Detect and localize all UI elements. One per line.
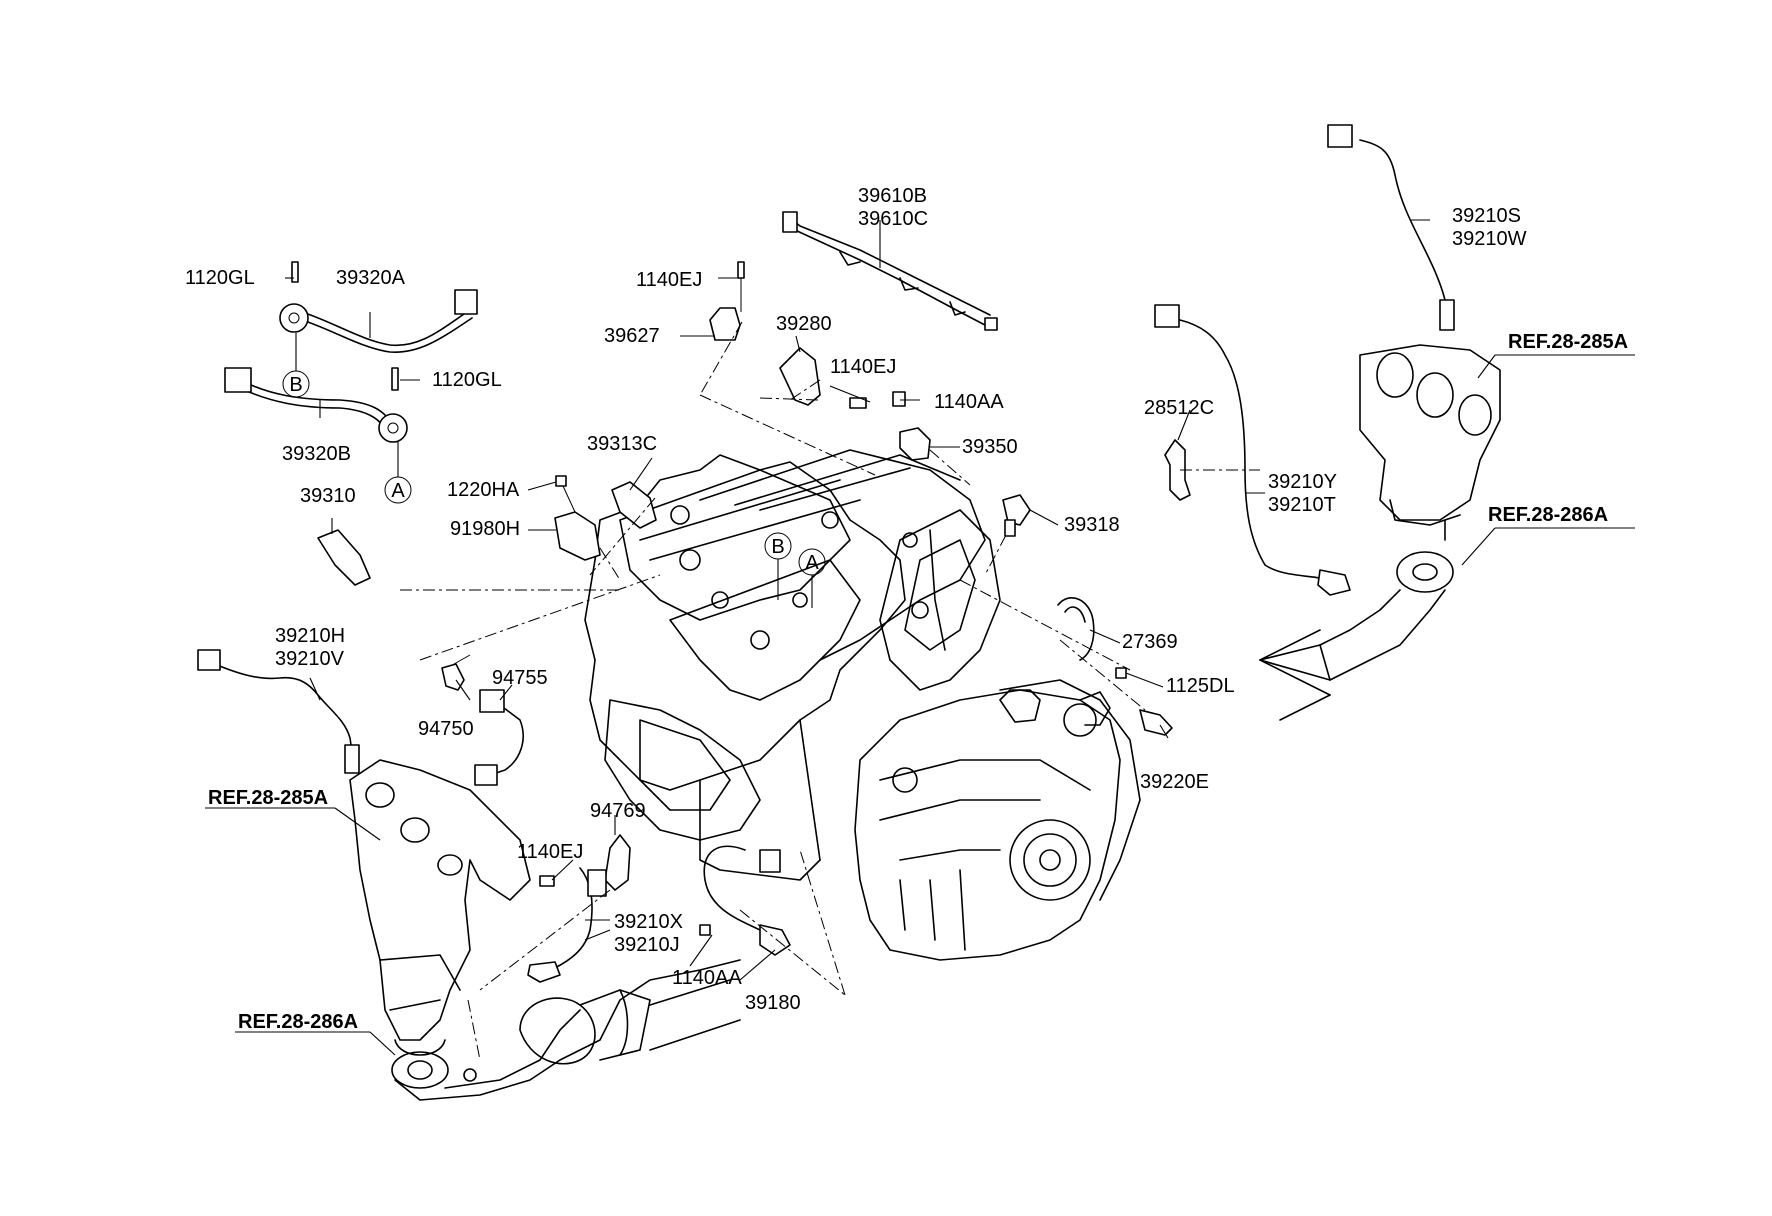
label-1140ej-a: 1140EJ: [636, 269, 702, 291]
circle-a-knock: A: [391, 480, 405, 502]
label-39627: 39627: [604, 325, 660, 347]
label-39318: 39318: [1064, 514, 1120, 536]
label-94750: 94750: [418, 718, 474, 740]
label-91980h: 91980H: [450, 518, 520, 540]
o2-sensor-39210s: [1327, 124, 1455, 331]
label-1140ej-b: 1140EJ: [830, 356, 896, 378]
label-1140aa-b: 1140AA: [672, 967, 742, 989]
label-1140aa-a: 1140AA: [934, 391, 1004, 413]
ref-28-285a-left[interactable]: REF.28-285A: [208, 787, 328, 809]
label-39350: 39350: [962, 436, 1018, 458]
sensor-94755: [474, 689, 524, 786]
circle-a-engine: A: [805, 552, 819, 574]
knock-sensor-39320b: [224, 367, 408, 443]
label-39210y: 39210Y: [1268, 471, 1337, 493]
label-39210v: 39210V: [275, 648, 345, 670]
label-39180: 39180: [745, 992, 801, 1014]
knock-sensor-39320a: [279, 261, 478, 353]
reference-lines: [400, 321, 1260, 1061]
leader-lines: [205, 219, 1635, 1056]
label-94769: 94769: [590, 800, 646, 822]
label-28512c: 28512C: [1144, 397, 1214, 419]
circle-b-knock: B: [289, 374, 302, 396]
label-39220e: 39220E: [1140, 771, 1209, 793]
label-1220ha: 1220HA: [447, 479, 520, 501]
label-39320b: 39320B: [282, 443, 351, 465]
right-exhaust-manifold: [1259, 344, 1501, 721]
label-1120gl-a: 1120GL: [185, 267, 255, 289]
label-39280: 39280: [776, 313, 832, 335]
engine-assembly: [584, 449, 1141, 961]
bracket-91980h: [554, 475, 601, 561]
label-1120gl-b: 1120GL: [432, 369, 502, 391]
cam-sensor-39350: [899, 427, 931, 461]
ref-28-286a-right[interactable]: REF.28-286A: [1488, 504, 1608, 526]
bracket-28512c: [1164, 439, 1191, 501]
label-39210t: 39210T: [1268, 494, 1336, 516]
sensor-94750: [441, 654, 471, 691]
circle-callouts: B A B A: [282, 333, 826, 608]
label-39210w: 39210W: [1452, 228, 1527, 250]
cam-sensor-39313c: [611, 481, 657, 529]
ref-28-285a-right[interactable]: REF.28-285A: [1508, 331, 1628, 353]
o2-sensor-39210x: [527, 867, 607, 983]
ref-28-286a-left[interactable]: REF.28-286A: [238, 1011, 358, 1033]
sensor-39180: [699, 845, 791, 956]
label-1140ej-c: 1140EJ: [517, 841, 583, 863]
label-39610c: 39610C: [858, 208, 928, 230]
label-39210j: 39210J: [614, 934, 680, 956]
label-39210x: 39210X: [614, 911, 683, 933]
label-39610b: 39610B: [858, 185, 927, 207]
wiring-harness-39610: [782, 211, 998, 331]
label-27369: 27369: [1122, 631, 1178, 653]
label-39210h: 39210H: [275, 625, 345, 647]
part-labels: 39610B 39610C 1140EJ 39627 39280 1140EJ …: [185, 185, 1628, 1033]
sensor-39318: [1002, 494, 1031, 537]
circle-b-engine: B: [771, 536, 784, 558]
label-39310: 39310: [300, 485, 356, 507]
crank-sensor-39310: [317, 529, 371, 586]
label-39320a: 39320A: [336, 267, 406, 289]
bracket-39280: [779, 347, 906, 409]
clip-27369: [1057, 597, 1095, 661]
o2-sensor-39210h: [197, 649, 360, 774]
label-1125dl: 1125DL: [1166, 675, 1235, 697]
label-39313c: 39313C: [587, 433, 657, 455]
left-exhaust-manifold: [349, 759, 741, 1101]
sensor-39220e: [1115, 667, 1173, 736]
label-94755: 94755: [492, 667, 548, 689]
label-39210s: 39210S: [1452, 205, 1521, 227]
